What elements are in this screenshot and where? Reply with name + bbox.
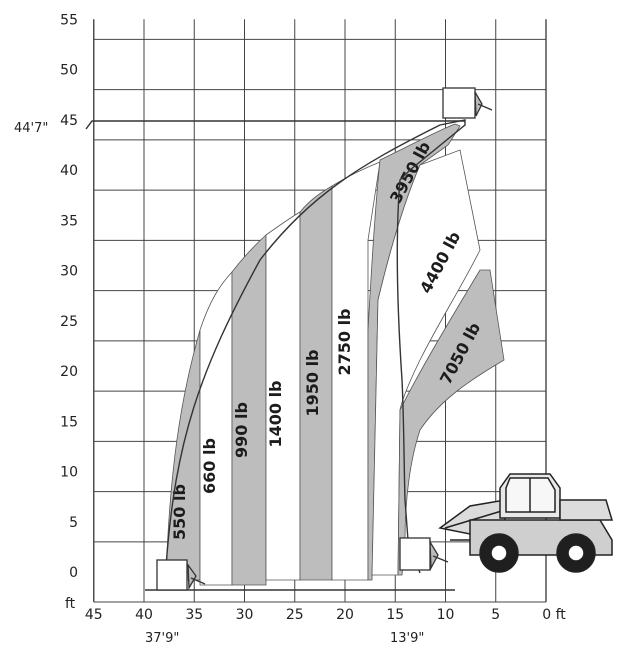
x-tick-label: 0 ft (542, 607, 566, 623)
y-tick-label: 10 (60, 465, 78, 481)
x-tick-label: 20 (336, 607, 354, 623)
x-tick-label: 5 (491, 607, 500, 623)
telehandler-icon (438, 473, 614, 573)
fork-carriage-near-icon (399, 537, 449, 571)
y-tick-label: 40 (60, 163, 78, 179)
fork-carriage-reach-icon (156, 559, 206, 591)
y-tick-label: 0 (69, 565, 78, 581)
load-zone-7050 (397, 269, 505, 576)
zone-label-1950: 1950 lb (303, 349, 322, 416)
load-zone-660 (199, 270, 233, 586)
x-tick-label: 25 (286, 607, 304, 623)
load-zone-550 (165, 329, 201, 581)
x-tick-label: 40 (135, 607, 153, 623)
fork-carriage-top-icon (442, 87, 493, 119)
y-tick-label: 30 (60, 264, 78, 280)
y-unit-label: ft (65, 596, 76, 612)
x-tick-label: 30 (236, 607, 254, 623)
max-height-label: 44'7" (14, 121, 48, 136)
x-tick-label: 10 (437, 607, 455, 623)
x-axis-ticks: 45 40 35 30 25 20 15 10 5 0 ft (85, 607, 566, 623)
max-height-line (85, 120, 465, 130)
envelope-outline (165, 119, 466, 574)
x-tick-label: 45 (85, 607, 103, 623)
y-tick-label: 15 (60, 414, 78, 430)
zone-label-1400: 1400 lb (266, 380, 285, 447)
y-tick-label: 25 (60, 314, 78, 330)
zone-label-2750: 2750 lb (335, 308, 354, 375)
zone-label-660: 660 lb (200, 438, 219, 494)
y-tick-label: 55 (60, 12, 78, 28)
y-tick-label: 5 (69, 515, 78, 531)
y-tick-label: 35 (60, 213, 78, 229)
x-tick-label: 15 (386, 607, 404, 623)
zone-label-550: 550 lb (170, 484, 189, 540)
reach-at-max-lift-label: 13'9" (390, 631, 424, 646)
y-tick-label: 20 (60, 364, 78, 380)
y-tick-label: 50 (60, 63, 78, 79)
max-reach-label: 37'9" (145, 631, 179, 646)
y-tick-label: 45 (60, 113, 78, 129)
zone-label-990: 990 lb (232, 402, 251, 458)
x-tick-label: 35 (185, 607, 203, 623)
